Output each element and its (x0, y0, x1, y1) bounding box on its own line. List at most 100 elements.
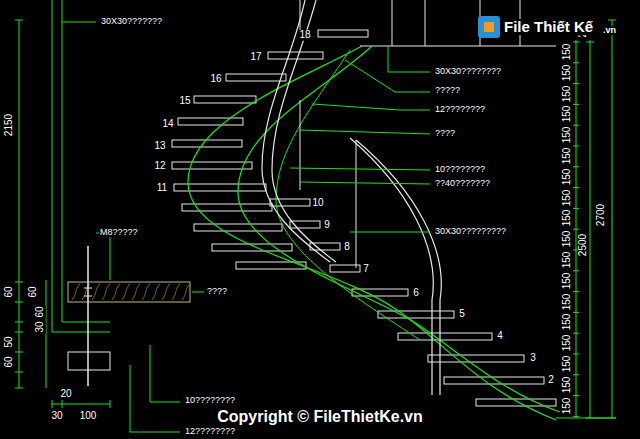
dimension-text: 30 (35, 320, 46, 333)
dimension-text: 150 (562, 271, 573, 290)
dimension-text: 2150 (4, 113, 15, 137)
dimension-text: 150 (562, 167, 573, 186)
wood-hatch (152, 284, 160, 300)
stair-tread (378, 311, 454, 318)
dimension-text: 150 (562, 105, 573, 124)
leader-line (62, 22, 96, 23)
dimension-tick (573, 83, 579, 84)
dimension-tick (15, 302, 23, 303)
step-number: 9 (323, 220, 331, 231)
bolt-nut (84, 296, 92, 297)
dimension-text: 50 (4, 335, 15, 348)
dimension-text: 30 (50, 411, 63, 422)
callout-note: M8????? (99, 228, 139, 237)
callout-note: 10???????? (184, 396, 236, 405)
stair-tread (172, 162, 252, 169)
dimension-text: 100 (79, 411, 98, 422)
leader-line (400, 110, 430, 111)
dimension-tick (573, 395, 579, 396)
staircase-illustration (15, 0, 616, 432)
callout-note: 12???????? (184, 427, 236, 436)
dimension-tick (573, 374, 579, 375)
stair-tread (444, 377, 544, 384)
wood-hatch (82, 284, 90, 300)
callout-note: ???? (206, 287, 228, 296)
stair-tread (318, 30, 368, 37)
wood-hatch (92, 284, 100, 300)
step-number: 11 (156, 183, 168, 194)
stair-tread (268, 52, 323, 59)
step-number: 4 (496, 331, 504, 342)
dimension-tick (573, 354, 579, 355)
wood-hatch (132, 284, 140, 300)
dimension-tick (573, 333, 579, 334)
step-number: 7 (362, 264, 370, 275)
dimension-text: 150 (562, 43, 573, 62)
dimension-tick (15, 332, 23, 333)
step-number: 18 (298, 30, 311, 41)
dimension-text: 150 (562, 375, 573, 394)
wall-line (62, 322, 110, 323)
watermark: Copyright © FileThietKe.vn (216, 409, 424, 426)
wood-hatch (162, 284, 170, 300)
wall-line (52, 332, 110, 333)
logo-text: File Thiết Kế (503, 19, 594, 35)
step-number: 8 (343, 242, 351, 253)
dimension-text: 150 (562, 313, 573, 332)
step-number: 12 (153, 161, 166, 172)
dimension-text: 150 (562, 230, 573, 249)
stair-tread (428, 355, 524, 362)
landing-post (392, 0, 393, 46)
dimension-text: 150 (562, 209, 573, 228)
leader-line (388, 72, 430, 73)
wall-line (52, 0, 53, 332)
callout-note: 30X30???????? (434, 67, 502, 76)
spiral-stringer (188, 46, 556, 420)
baluster (300, 100, 301, 190)
dimension-tick (15, 20, 23, 21)
dimension-tick (15, 322, 23, 323)
leader-line (300, 130, 430, 134)
dimension-line (19, 20, 20, 388)
wall-line (62, 0, 63, 322)
leader-line (345, 60, 395, 92)
step-number: 3 (529, 353, 537, 364)
landing-line (360, 46, 556, 47)
leader-line (150, 402, 180, 403)
step-number: 6 (412, 288, 420, 299)
dimension-tick (573, 104, 579, 105)
dimension-tick (15, 372, 23, 373)
dimension-text: 150 (562, 84, 573, 103)
dimension-text: 150 (562, 188, 573, 207)
dimension-line (612, 20, 613, 418)
dimension-tick (573, 312, 579, 313)
dimension-tick (15, 352, 23, 353)
dimension-text: 150 (562, 334, 573, 353)
leader-line (290, 168, 430, 170)
dimension-tick (573, 42, 579, 43)
dimension-tick (573, 187, 579, 188)
dimension-tick (110, 400, 111, 408)
dimension-tick (573, 291, 579, 292)
callout-note: ????? (434, 86, 461, 95)
callout-note: 12???????? (434, 105, 486, 114)
step-number: 17 (249, 52, 262, 63)
dimension-tick (52, 400, 53, 408)
step-number: 13 (153, 141, 166, 152)
wood-hatch (102, 284, 110, 300)
plate-section (68, 352, 110, 370)
landing-post (425, 0, 426, 46)
wood-hatch (112, 284, 120, 300)
leader-line (150, 345, 151, 402)
logo-icon (484, 22, 494, 32)
leader-line (300, 182, 430, 184)
dimension-tick (15, 282, 23, 283)
step-number: 5 (458, 309, 466, 320)
dimension-text: 150 (562, 355, 573, 374)
callout-note: 30X30??????? (100, 17, 163, 26)
dimension-text: 2700 (596, 203, 607, 227)
dimension-text: 60 (4, 355, 15, 368)
wood-hatch (72, 284, 80, 300)
leader-line (130, 432, 180, 433)
